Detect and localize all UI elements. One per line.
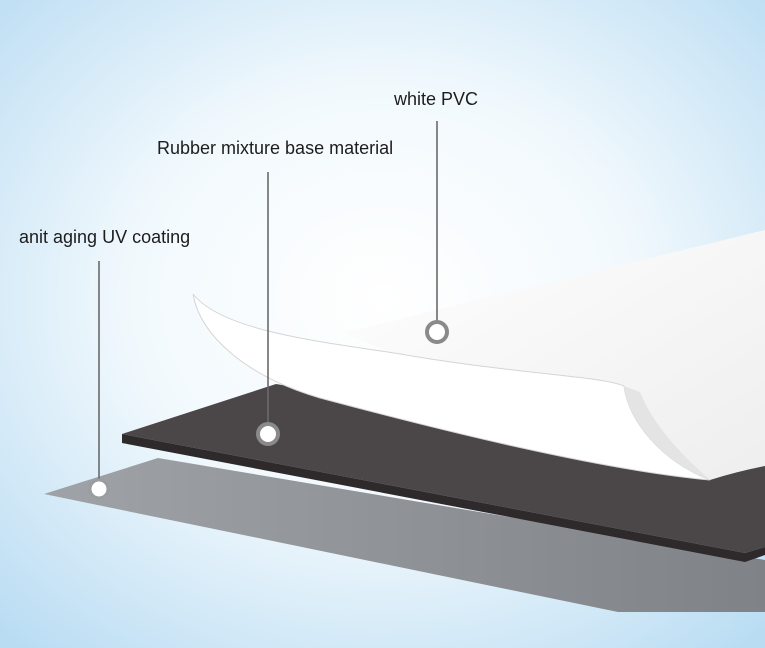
white-pvc-label: white PVC: [394, 89, 479, 109]
rubber-base-layer: [122, 384, 765, 553]
rubber-base-marker: [256, 422, 280, 446]
uv-coating-marker: [88, 478, 110, 500]
white-pvc-peel-shade: [624, 386, 710, 480]
rubber-base-layer-edge: [122, 434, 765, 562]
white-pvc-layer: [342, 230, 765, 480]
uv-coating-layer: [44, 458, 765, 612]
uv-coating-label: anit aging UV coating: [19, 227, 191, 247]
rubber-base-label: Rubber mixture base material: [157, 138, 394, 158]
white-pvc-marker: [425, 320, 449, 344]
